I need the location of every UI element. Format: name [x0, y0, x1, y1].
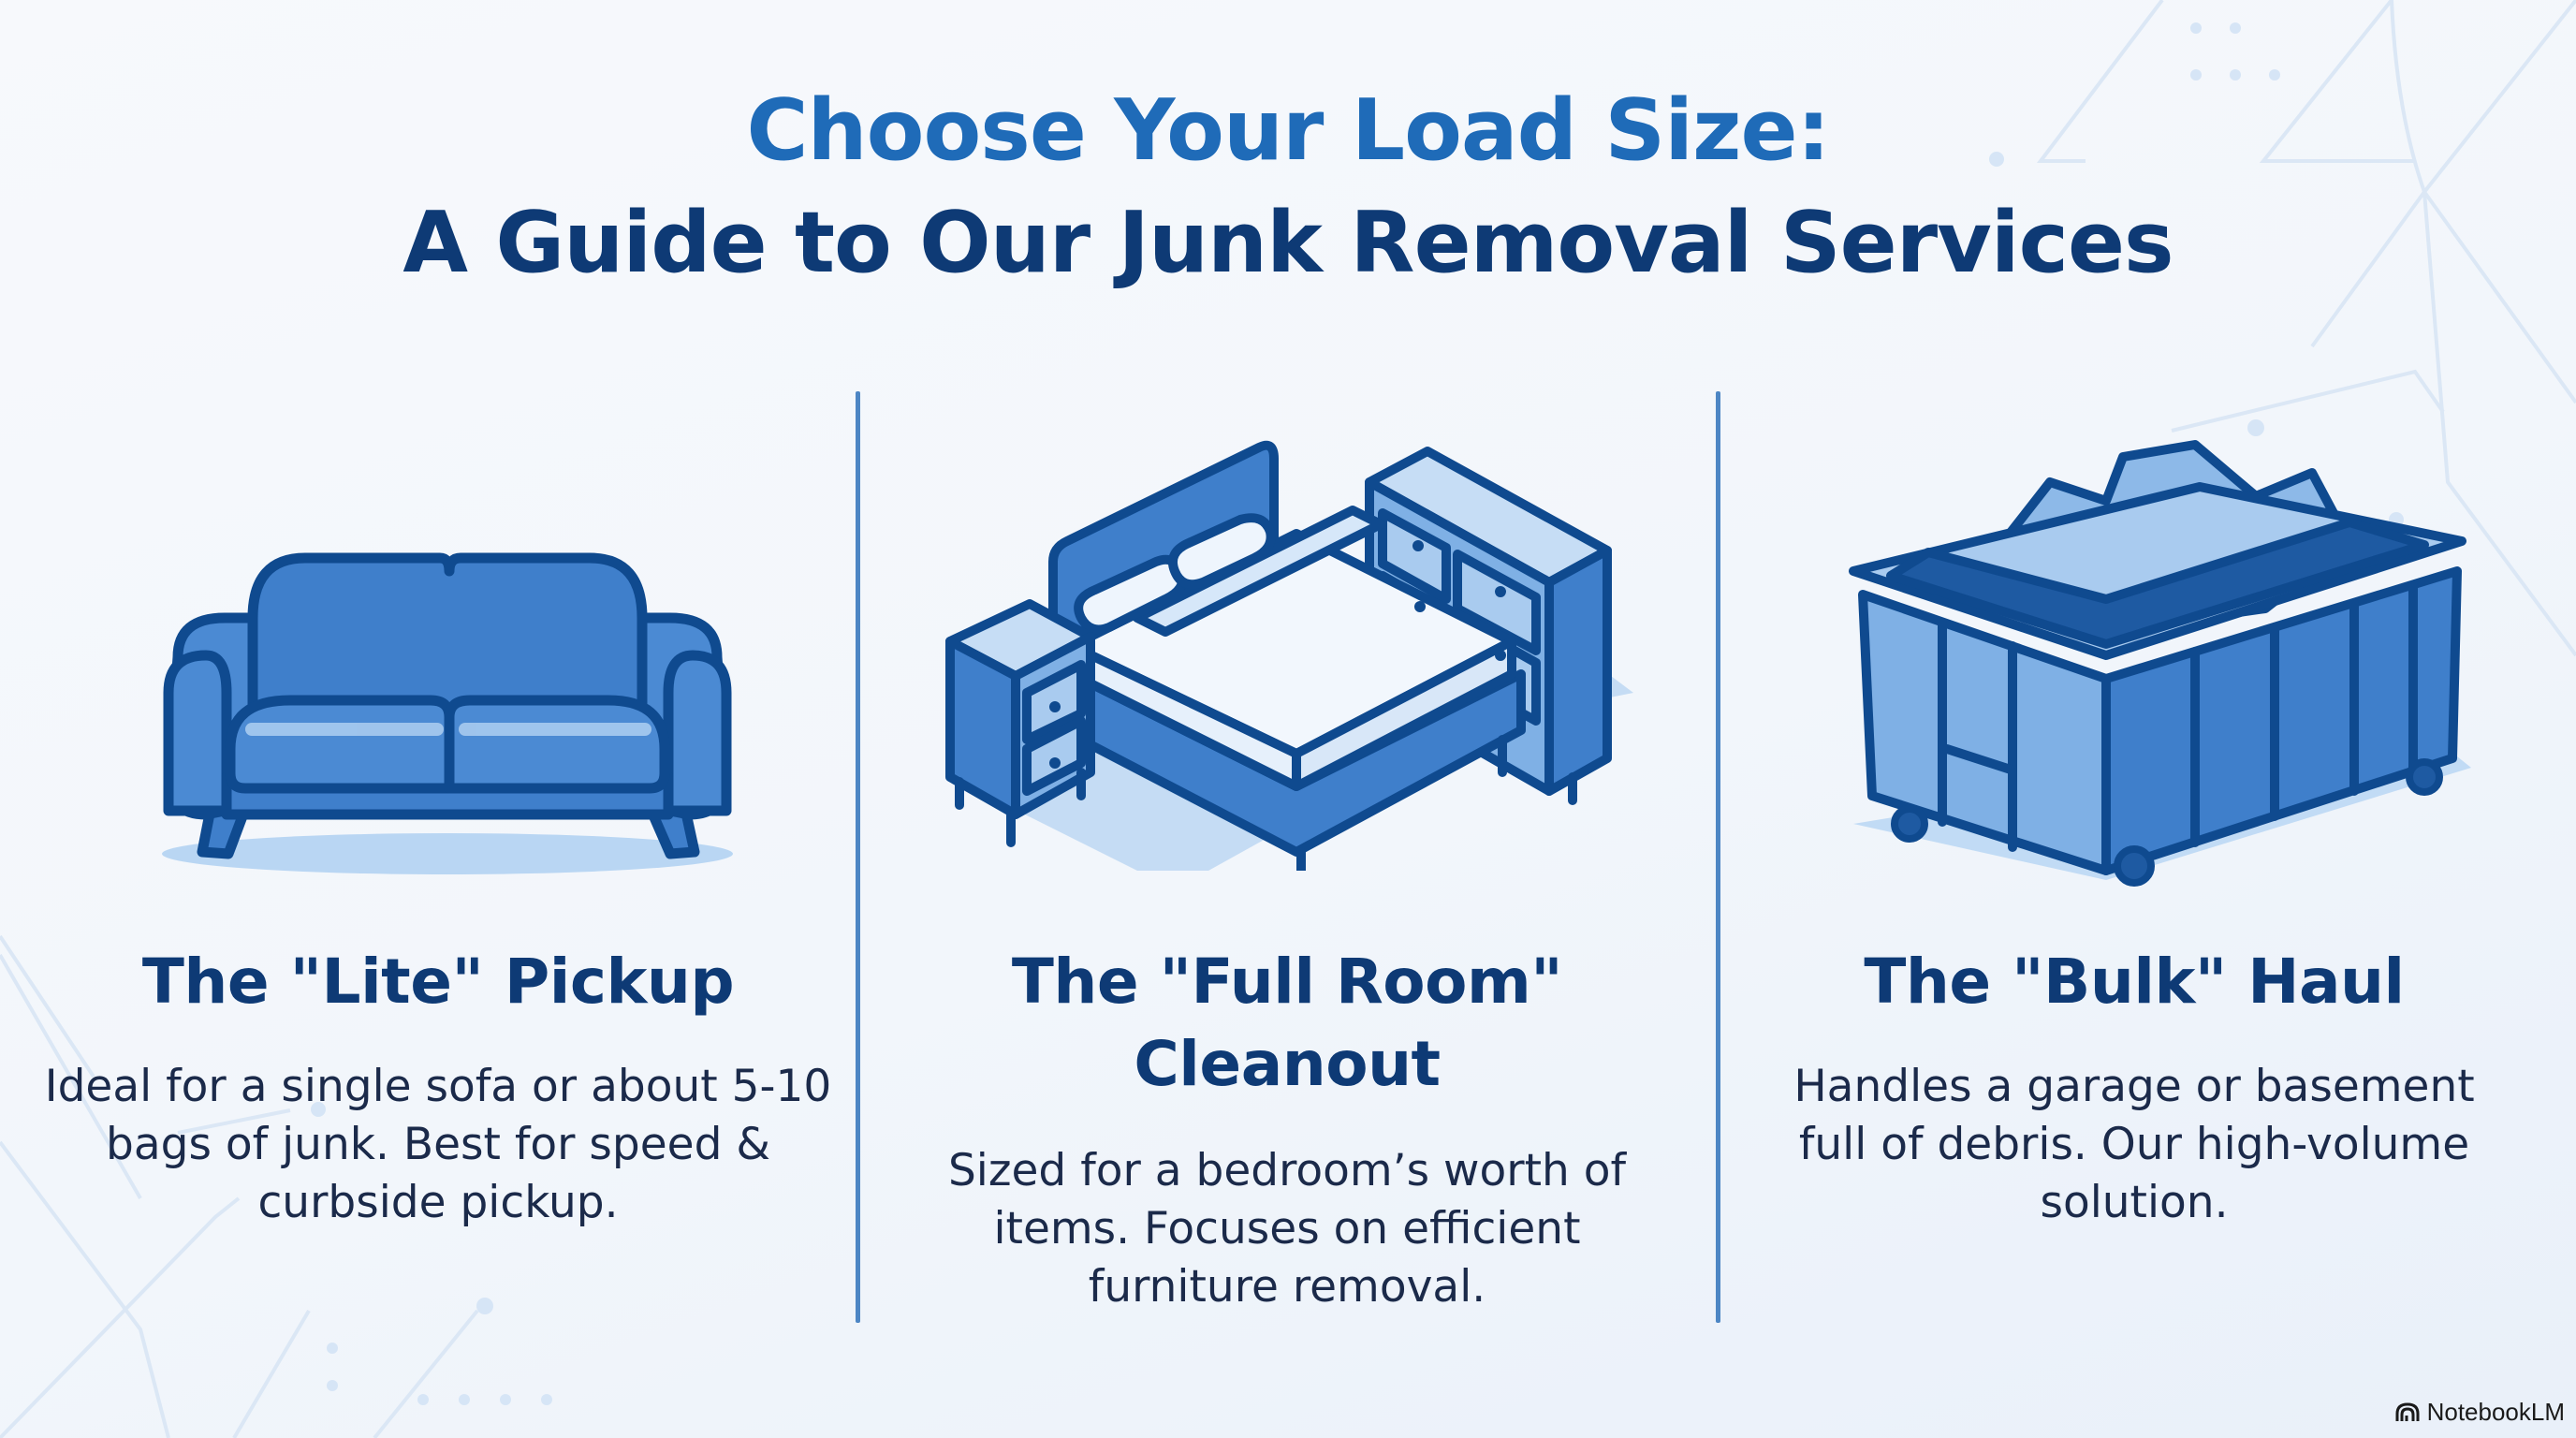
page-title: Choose Your Load Size: A Guide to Our Ju…	[0, 79, 2576, 303]
service-title: The "Bulk" Haul	[1864, 946, 2405, 1018]
notebooklm-branding: NotebookLM	[2395, 1398, 2565, 1427]
service-description: Ideal for a single sofa or about 5-10 ba…	[44, 1061, 832, 1228]
notebooklm-logo-icon	[2395, 1401, 2420, 1421]
branding-label: NotebookLM	[2426, 1398, 2565, 1426]
title-line-2: A Guide to Our Junk Removal Services	[402, 194, 2174, 292]
service-title: The "Lite" Pickup	[141, 946, 735, 1018]
dumpster-icon	[1849, 440, 2471, 887]
column-divider	[856, 391, 860, 1323]
service-description: Sized for a bedroom’s worth of items. Fo…	[947, 1145, 1627, 1313]
column-divider	[1716, 391, 1720, 1323]
service-title: The "Full Room" Cleanout	[1011, 946, 1563, 1100]
bedroom-furniture-icon	[945, 440, 1633, 871]
title-line-1: Choose Your Load Size:	[746, 81, 1830, 180]
sofa-icon	[162, 552, 733, 874]
service-description: Handles a garage or basement full of deb…	[1793, 1061, 2475, 1228]
